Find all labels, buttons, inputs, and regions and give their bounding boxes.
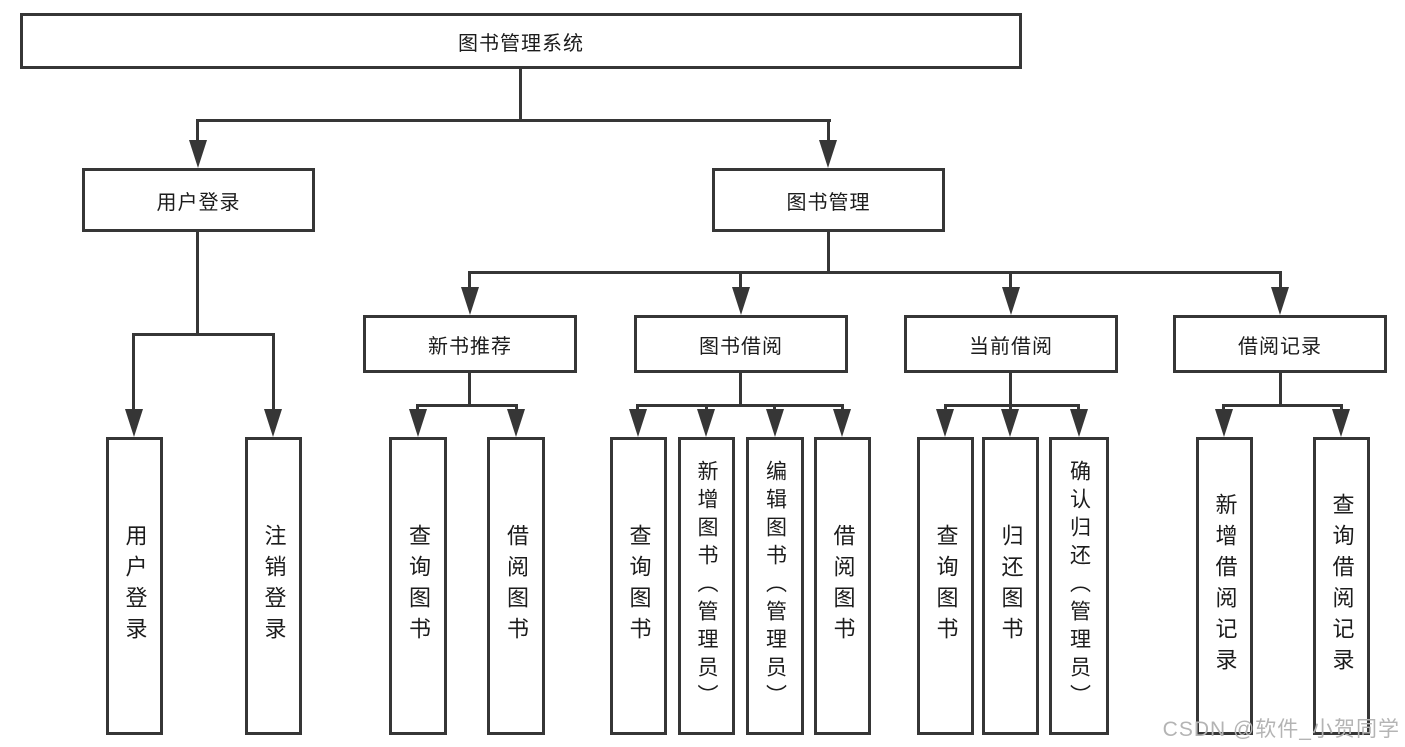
connector-drop-l3 xyxy=(468,271,471,290)
leaf-add-borrow-record: 新增借阅记录 xyxy=(1196,437,1253,735)
arrow-down-icon xyxy=(766,409,784,437)
leaf-borrow-query-book: 查询图书 xyxy=(610,437,667,735)
connector-borrow-record-bus xyxy=(1222,404,1343,407)
leaf-logout-label: 注销登录 xyxy=(261,524,287,648)
connector-current-borrow-stub xyxy=(1009,373,1012,406)
connector-user-login-bus xyxy=(132,333,274,336)
leaf-borrow-book: 借阅图书 xyxy=(814,437,871,735)
node-book-management-label: 图书管理 xyxy=(786,191,871,214)
connector-current-borrow-bus xyxy=(944,404,1080,407)
leaf-edit-book-admin-label: 编辑图书（管理员） xyxy=(763,460,787,712)
leaf-add-book-admin-label: 新增图书（管理员） xyxy=(695,460,718,712)
arrow-down-icon xyxy=(461,287,479,315)
leaf-current-query-book-label: 查询图书 xyxy=(933,524,959,648)
leaf-borrow-query-book-label: 查询图书 xyxy=(626,524,652,648)
leaf-logout: 注销登录 xyxy=(245,437,302,735)
connector-book-management-bus xyxy=(468,271,1281,274)
node-current-borrow-label: 当前借阅 xyxy=(969,335,1053,358)
arrow-down-icon xyxy=(833,409,851,437)
leaf-return-book-label: 归还图书 xyxy=(998,524,1024,648)
connector-drop-l3 xyxy=(1009,271,1012,290)
connector-root-bus xyxy=(197,119,831,122)
leaf-borrow-book-label: 借阅图书 xyxy=(830,524,856,648)
connector-book-management-stub xyxy=(827,232,830,274)
arrow-down-icon xyxy=(1070,409,1088,437)
arrow-down-icon xyxy=(189,140,207,168)
arrow-down-icon xyxy=(936,409,954,437)
leaf-add-borrow-record-label: 新增借阅记录 xyxy=(1212,493,1238,679)
node-book-borrow: 图书借阅 xyxy=(634,315,848,373)
node-new-book-recommend-label: 新书推荐 xyxy=(428,335,512,358)
leaf-edit-book-admin: 编辑图书（管理员） xyxy=(746,437,804,735)
node-user-login: 用户登录 xyxy=(82,168,315,232)
connector-recommend-bus xyxy=(416,404,518,407)
leaf-user-login-label: 用户登录 xyxy=(122,524,148,648)
arrow-down-icon xyxy=(507,409,525,437)
node-new-book-recommend: 新书推荐 xyxy=(363,315,577,373)
connector-drop-leaf xyxy=(272,333,275,411)
node-current-borrow: 当前借阅 xyxy=(904,315,1118,373)
leaf-recommend-query-book-label: 查询图书 xyxy=(406,524,431,648)
leaf-query-borrow-record-label: 查询借阅记录 xyxy=(1329,493,1355,679)
leaf-current-query-book: 查询图书 xyxy=(917,437,974,735)
arrow-down-icon xyxy=(697,409,715,437)
node-borrow-record: 借阅记录 xyxy=(1173,315,1387,373)
connector-recommend-stub xyxy=(468,373,471,406)
connector-book-borrow-bus xyxy=(636,404,844,407)
arrow-down-icon xyxy=(1271,287,1289,315)
node-user-login-label: 用户登录 xyxy=(156,191,241,214)
arrow-down-icon xyxy=(1002,287,1020,315)
node-book-management: 图书管理 xyxy=(712,168,945,232)
leaf-recommend-borrow-book-label: 借阅图书 xyxy=(504,524,529,648)
connector-drop-book-management xyxy=(827,119,830,143)
leaf-recommend-query-book: 查询图书 xyxy=(389,437,447,735)
connector-drop-user-login xyxy=(196,119,199,143)
arrow-down-icon xyxy=(629,409,647,437)
connector-drop-leaf xyxy=(132,333,135,411)
connector-root-stub xyxy=(519,69,522,121)
leaf-user-login: 用户登录 xyxy=(106,437,163,735)
connector-borrow-record-stub xyxy=(1279,373,1282,406)
arrow-down-icon xyxy=(1001,409,1019,437)
node-book-borrow-label: 图书借阅 xyxy=(699,335,783,358)
arrow-down-icon xyxy=(409,409,427,437)
leaf-confirm-return-admin-label: 确认归还（管理员） xyxy=(1067,460,1091,712)
node-root-label: 图书管理系统 xyxy=(458,32,584,55)
leaf-confirm-return-admin: 确认归还（管理员） xyxy=(1049,437,1109,735)
arrow-down-icon xyxy=(264,409,282,437)
arrow-down-icon xyxy=(819,140,837,168)
arrow-down-icon xyxy=(125,409,143,437)
leaf-add-book-admin: 新增图书（管理员） xyxy=(678,437,735,735)
csdn-watermark: CSDN @软件_小贺同学 xyxy=(1162,718,1400,741)
node-borrow-record-label: 借阅记录 xyxy=(1238,335,1322,358)
connector-user-login-stub xyxy=(196,232,199,336)
arrow-down-icon xyxy=(1215,409,1233,437)
leaf-query-borrow-record: 查询借阅记录 xyxy=(1313,437,1370,735)
leaf-return-book: 归还图书 xyxy=(982,437,1039,735)
connector-drop-l3 xyxy=(739,271,742,290)
node-root: 图书管理系统 xyxy=(20,13,1022,69)
connector-book-borrow-stub xyxy=(739,373,742,406)
arrow-down-icon xyxy=(732,287,750,315)
leaf-recommend-borrow-book: 借阅图书 xyxy=(487,437,545,735)
connector-drop-l3 xyxy=(1279,271,1282,290)
arrow-down-icon xyxy=(1332,409,1350,437)
